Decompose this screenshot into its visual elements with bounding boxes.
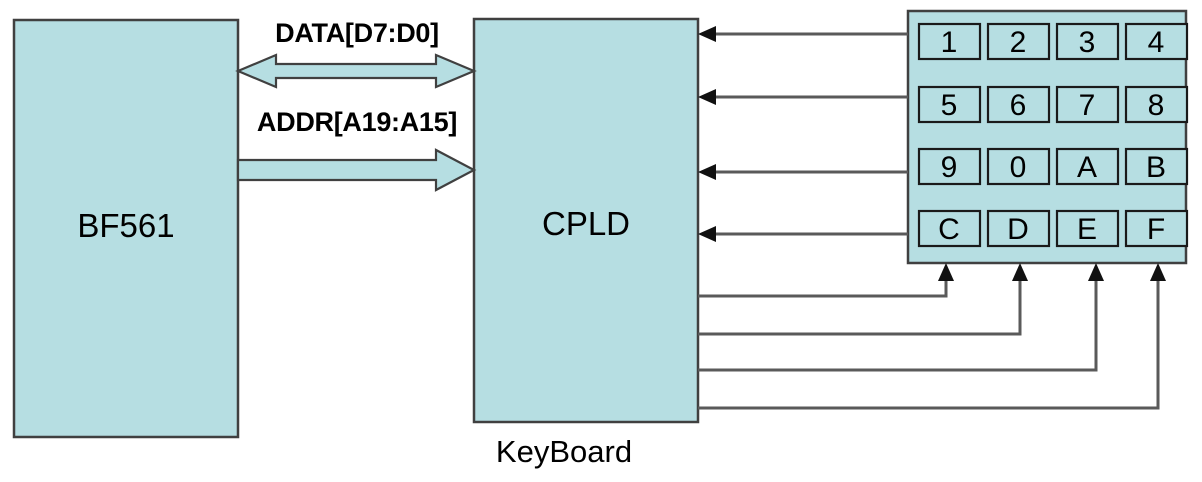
key-button[interactable] — [986, 147, 1051, 186]
keypad-row: 5 6 7 8 — [917, 85, 1189, 124]
key-label: B — [1146, 151, 1166, 184]
key-button[interactable] — [1124, 147, 1189, 186]
key-button[interactable] — [986, 22, 1051, 61]
col-arrowhead-1 — [938, 263, 954, 281]
column-signal-wires — [698, 263, 1166, 410]
col-arrowhead-3 — [1088, 263, 1104, 281]
row-arrowhead-3 — [698, 164, 716, 180]
key-label: 6 — [1010, 89, 1027, 122]
row-arrowhead-2 — [698, 89, 716, 105]
bf561-label: BF561 — [77, 207, 174, 244]
row-signal-wires — [698, 26, 908, 242]
bf561-box — [12, 18, 240, 439]
key-label: 0 — [1010, 151, 1027, 184]
keypad-block: 1 2 3 4 5 6 7 8 9 — [906, 9, 1189, 265]
addr-bus-label: ADDR[A19:A15] — [257, 107, 457, 137]
key-button[interactable] — [986, 85, 1051, 124]
key-label: 3 — [1079, 26, 1096, 59]
key-label: D — [1007, 213, 1029, 246]
data-bus-label: DATA[D7:D0] — [275, 18, 439, 48]
col-arrowhead-2 — [1012, 263, 1028, 281]
key-label: 5 — [941, 89, 958, 122]
key-label: 9 — [941, 151, 958, 184]
key-button[interactable] — [917, 85, 982, 124]
key-button[interactable] — [917, 209, 982, 248]
col-wire-2 — [698, 280, 1022, 336]
col-wire-4 — [698, 280, 1160, 410]
key-label: E — [1077, 213, 1097, 246]
key-label: C — [938, 213, 960, 246]
key-label: A — [1077, 151, 1097, 184]
keyboard-caption: KeyBoard — [496, 434, 632, 469]
row-arrowhead-4 — [698, 226, 716, 242]
addr-bus-arrow: ADDR[A19:A15] — [236, 107, 477, 192]
block-cpld: CPLD — [472, 17, 700, 424]
cpld-box — [472, 17, 700, 424]
block-bf561: BF561 — [12, 18, 240, 439]
key-button[interactable] — [1124, 209, 1189, 248]
key-button[interactable] — [1055, 22, 1120, 61]
key-button[interactable] — [1055, 147, 1120, 186]
key-label: 1 — [941, 26, 958, 59]
data-bus-double-arrow — [235, 53, 477, 89]
key-label: 4 — [1148, 26, 1165, 59]
col-wire-1 — [698, 280, 948, 298]
key-button[interactable] — [917, 147, 982, 186]
key-button[interactable] — [1055, 209, 1120, 248]
key-button[interactable] — [917, 22, 982, 61]
keypad-row: C D E F — [917, 209, 1189, 248]
key-button[interactable] — [1124, 22, 1189, 61]
key-button[interactable] — [1055, 85, 1120, 124]
key-button[interactable] — [1124, 85, 1189, 124]
addr-bus-single-arrow — [236, 148, 477, 192]
keypad-row: 9 0 A B — [917, 147, 1189, 186]
keypad-row: 1 2 3 4 — [917, 22, 1189, 61]
key-label: F — [1147, 213, 1165, 246]
key-label: 7 — [1079, 89, 1096, 122]
row-arrowhead-1 — [698, 26, 716, 42]
col-wire-3 — [698, 280, 1098, 372]
key-label: 2 — [1010, 26, 1027, 59]
key-label: 8 — [1148, 89, 1165, 122]
key-button[interactable] — [986, 209, 1051, 248]
cpld-label: CPLD — [542, 205, 630, 242]
col-arrowhead-4 — [1150, 263, 1166, 281]
data-bus-arrow: DATA[D7:D0] — [235, 18, 477, 89]
